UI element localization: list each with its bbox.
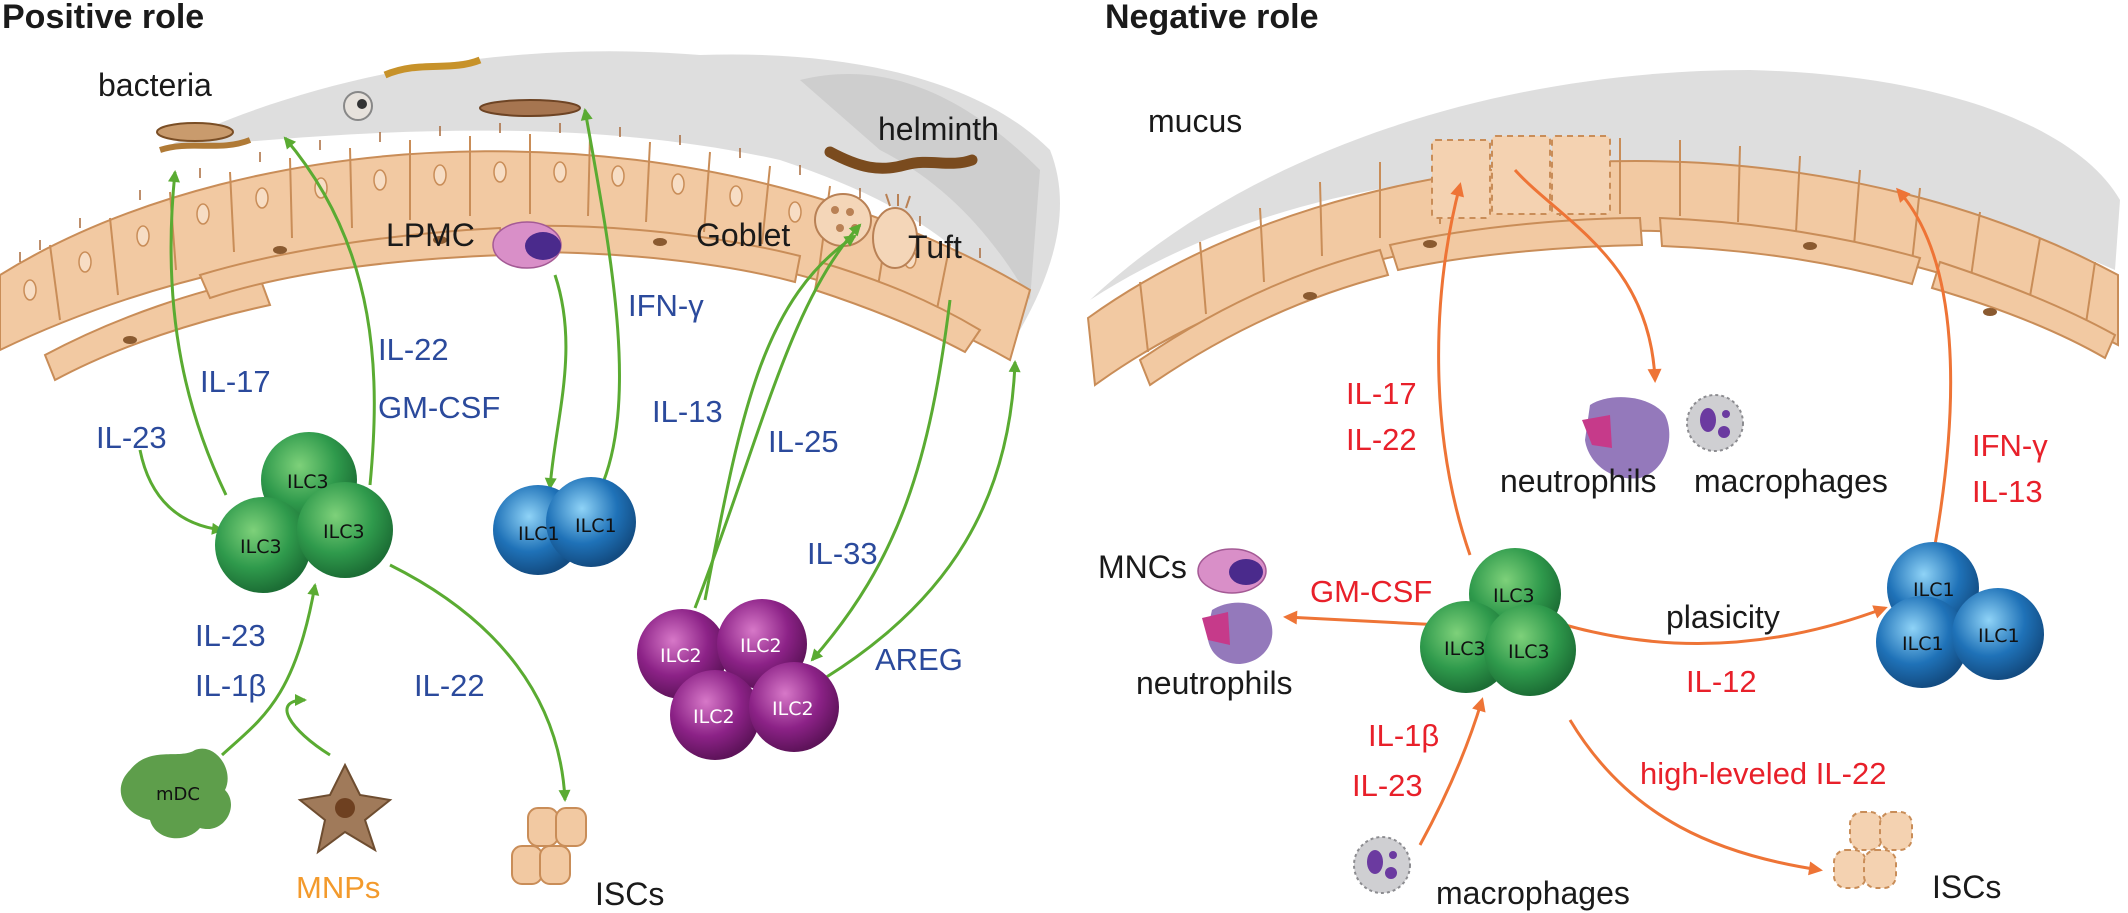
ilc3-label-3: ILC3 — [323, 521, 365, 543]
ilc1-label-r3: ILC1 — [1978, 625, 2020, 647]
helminth-label: helminth — [878, 111, 999, 147]
positive-panel-title: Positive role — [2, 0, 204, 36]
mdc-label: mDC — [156, 784, 200, 805]
ilc3-label-r1: ILC3 — [1493, 585, 1535, 607]
ilc1-label-r1: ILC1 — [1913, 579, 1955, 601]
neutrophil-cell-left — [1202, 602, 1273, 664]
il25-label: IL-25 — [768, 424, 839, 459]
ilc2-label-2: ILC2 — [740, 635, 782, 657]
positive-arrows — [138, 108, 1021, 802]
microvilli-left — [19, 123, 981, 262]
macrophage-cell-top — [1686, 394, 1744, 452]
lamina-propria-cells-left — [43, 224, 982, 382]
gmcsf-label: GM-CSF — [378, 390, 500, 425]
iscs-label-left: ISCs — [595, 876, 664, 912]
mnps-label: MNPs — [296, 870, 380, 905]
macrophages-label-bottom: macrophages — [1436, 875, 1630, 911]
il23-label-a: IL-23 — [96, 420, 167, 455]
negative-arrows — [1283, 168, 1953, 876]
ilc3-label-r3: ILC3 — [1508, 641, 1550, 663]
ilc3-label-2: ILC3 — [240, 536, 282, 558]
mdc-cell — [120, 748, 231, 839]
lamina-propria-cells-right — [1138, 216, 2117, 387]
neg-il13-label: IL-13 — [1972, 474, 2043, 509]
ilc1-cluster-right — [1876, 542, 2044, 688]
iscs-label-right: ISCs — [1932, 869, 2001, 905]
goblet-label: Goblet — [696, 217, 790, 253]
ilc1-label-2: ILC1 — [575, 515, 617, 537]
mucus-layer-left — [160, 51, 1060, 331]
il13-label: IL-13 — [652, 394, 723, 429]
neg-il1b-label: IL-1β — [1368, 718, 1439, 753]
mncs-label: MNCs — [1098, 549, 1187, 585]
lpmc-cell — [492, 221, 562, 269]
ilc1-pair-left — [493, 477, 636, 575]
ilc3-cluster-left — [215, 432, 393, 593]
il23-label-b: IL-23 — [195, 618, 266, 653]
neg-il12-label: IL-12 — [1686, 664, 1757, 699]
neutrophils-label-top: neutrophils — [1500, 463, 1657, 499]
iscs-cells-right — [1833, 811, 1913, 889]
ilc3-label-1: ILC3 — [287, 471, 329, 493]
neutrophil-cell-top — [1582, 397, 1670, 479]
neg-il23-label: IL-23 — [1352, 768, 1423, 803]
il17-label: IL-17 — [200, 364, 271, 399]
ifng-label: IFN-γ — [628, 288, 704, 323]
macrophages-label-top: macrophages — [1694, 463, 1888, 499]
neg-ifng-label: IFN-γ — [1972, 428, 2048, 463]
lpmc-label: LPMC — [386, 217, 475, 253]
il22-label-a: IL-22 — [378, 332, 449, 367]
mucus-label: mucus — [1148, 103, 1242, 139]
helminth-icon — [824, 146, 978, 174]
tuft-cell — [872, 193, 918, 269]
mnc-cell — [1197, 548, 1267, 594]
neutrophils-label-left: neutrophils — [1136, 665, 1293, 701]
goblet-cell — [814, 193, 872, 247]
iscs-cells-left — [511, 807, 587, 885]
ilc3-cluster-right — [1420, 548, 1576, 696]
ilc2-label-1: ILC2 — [660, 645, 702, 667]
bacteria-icon — [156, 56, 581, 153]
negative-panel-title: Negative role — [1105, 0, 1319, 36]
macrophage-cell-bottom — [1353, 836, 1411, 894]
bacteria-label: bacteria — [98, 67, 212, 103]
ilc1-label-1: ILC1 — [518, 523, 560, 545]
neg-il22-label: IL-22 — [1346, 422, 1417, 457]
high-il22-label: high-leveled IL-22 — [1640, 756, 1886, 791]
ilc1-label-r2: ILC1 — [1902, 633, 1944, 655]
plasicity-label: plasicity — [1666, 599, 1780, 635]
neg-gmcsf-label: GM-CSF — [1310, 574, 1432, 609]
ilc2-label-4: ILC2 — [772, 698, 814, 720]
tuft-label: Tuft — [908, 229, 962, 265]
il22-label-b: IL-22 — [414, 668, 485, 703]
neg-il17-label: IL-17 — [1346, 376, 1417, 411]
il33-label: IL-33 — [807, 536, 878, 571]
ilc3-label-r2: ILC3 — [1444, 638, 1486, 660]
il1b-label: IL-1β — [195, 668, 266, 703]
mucus-layer-right — [1090, 70, 2120, 300]
ilc2-label-3: ILC2 — [693, 706, 735, 728]
areg-label: AREG — [875, 642, 963, 677]
ilc2-cluster — [637, 599, 839, 760]
